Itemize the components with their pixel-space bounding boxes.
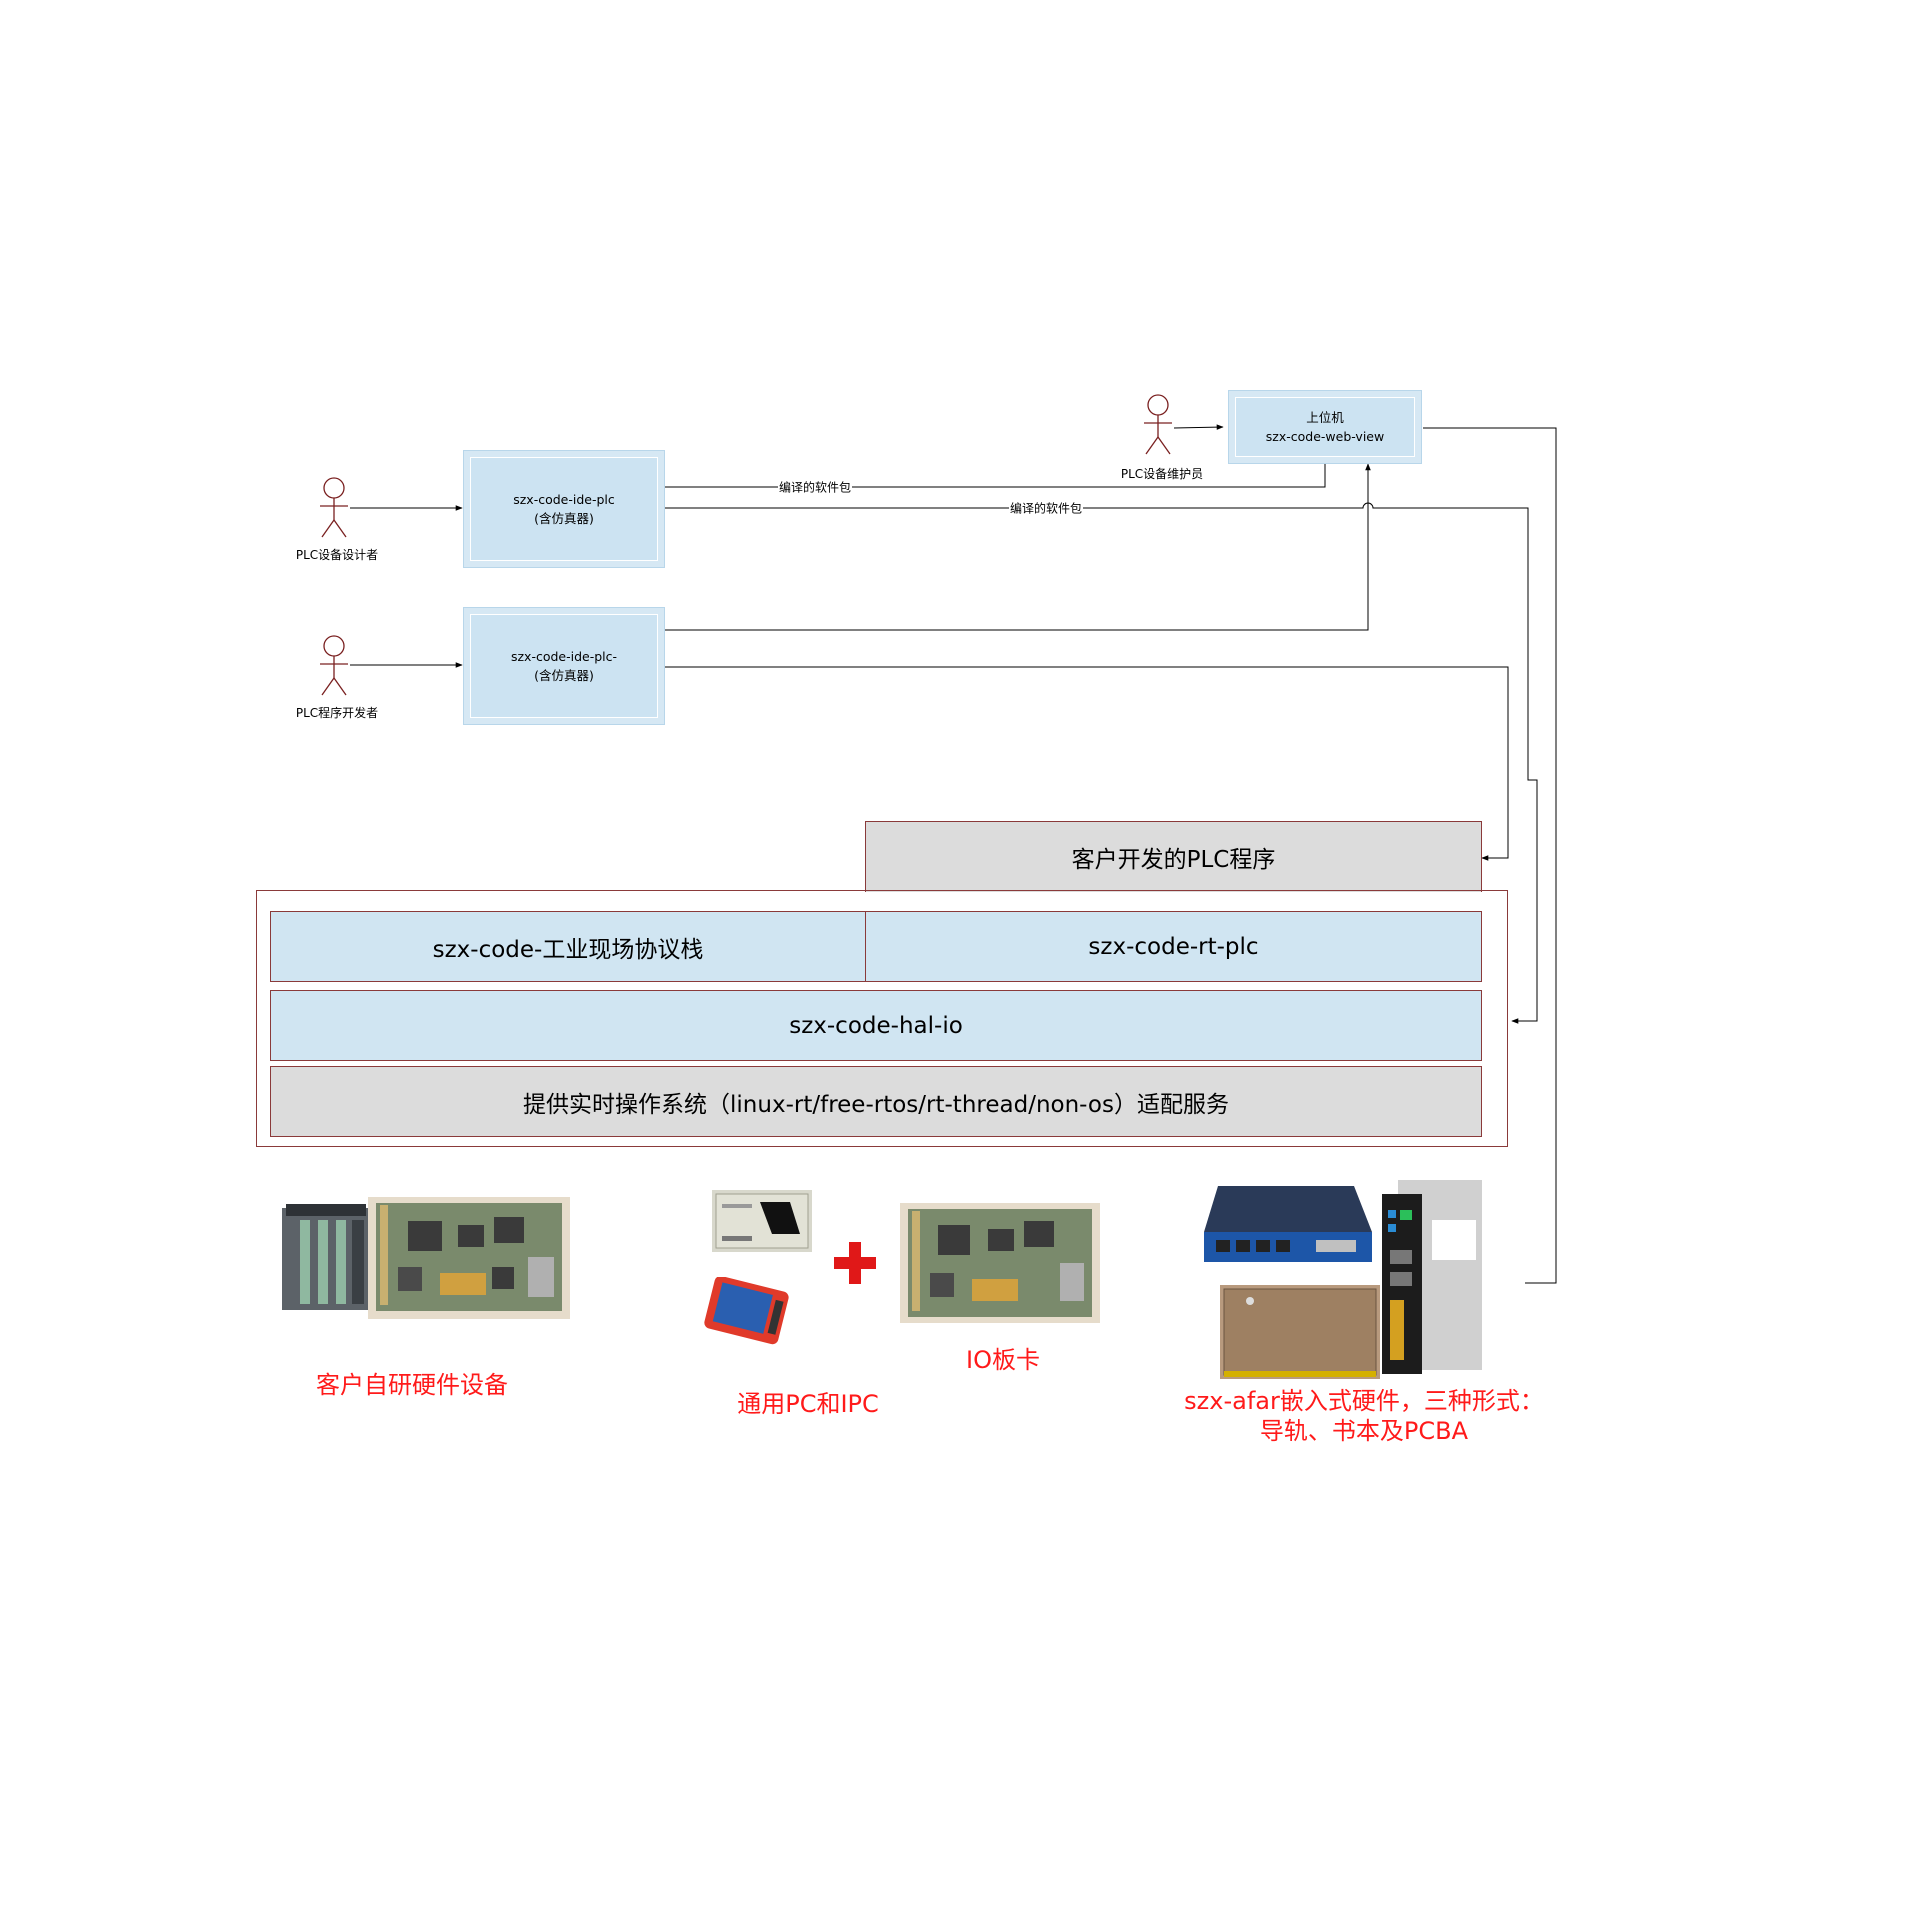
edge-webview-to-afar — [1423, 427, 1557, 1284]
tool-ide-plc-dash-subtitle: (含仿真器) — [534, 668, 594, 683]
edge-ide-to-runtime — [664, 502, 1538, 1024]
edge-label-compiled-package-1: 编译的软件包 — [777, 478, 853, 496]
tool-web-view-subtitle: szx-code-web-view — [1265, 429, 1385, 444]
edge-maintainer-to-webview — [1173, 424, 1224, 430]
tool-ide-plc[interactable]: szx-code-ide-plc (含仿真器) — [463, 450, 665, 568]
book-style-controller-image — [1382, 1180, 1482, 1374]
layer-hal-io[interactable]: szx-code-hal-io — [270, 990, 1482, 1061]
layer-rt-plc[interactable]: szx-code-rt-plc — [865, 911, 1482, 982]
layer-customer-plc-program[interactable]: 客户开发的PLC程序 — [865, 821, 1482, 892]
tool-web-view[interactable]: 上位机 szx-code-web-view — [1228, 390, 1422, 464]
plus-icon — [834, 1242, 876, 1284]
actor-maintainer-label: PLC设备维护员 — [1120, 467, 1204, 481]
din-rail-device-image — [1204, 1186, 1372, 1262]
runtime-platform-frame — [256, 890, 1508, 1147]
pcba-module-image — [1220, 1285, 1380, 1379]
touch-panel-image — [704, 1277, 789, 1345]
actor-designer-icon — [320, 477, 348, 538]
layer-rtos-adaptation[interactable]: 提供实时操作系统（linux-rt/free-rtos/rt-thread/no… — [270, 1066, 1482, 1137]
actor-maintainer-icon — [1144, 394, 1172, 455]
tool-ide-plc-title: szx-code-ide-plc — [513, 492, 615, 507]
caption-customer-hardware: 客户自研硬件设备 — [316, 1371, 508, 1399]
industrial-pc-image — [712, 1190, 812, 1252]
actor-developer-icon — [320, 635, 348, 696]
tool-web-view-title: 上位机 — [1306, 410, 1344, 425]
cpu-board-image-1 — [368, 1197, 570, 1319]
caption-afar-hardware: szx-afar嵌入式硬件，三种形式： 导轨、书本及PCBA — [1184, 1386, 1544, 1446]
caption-io-card: IO板卡 — [966, 1346, 1040, 1374]
edge-label-compiled-package-2: 编译的软件包 — [1008, 499, 1084, 517]
caption-afar-line1: szx-afar嵌入式硬件，三种形式： — [1184, 1387, 1544, 1415]
tool-ide-plc-dash-title: szx-code-ide-plc- — [510, 649, 618, 664]
plc-module-image — [282, 1204, 370, 1310]
layer-protocol-stack[interactable]: szx-code-工业现场协议栈 — [270, 911, 866, 982]
edge-ide-to-webview — [664, 453, 1328, 488]
tool-ide-plc-subtitle: (含仿真器) — [534, 511, 594, 526]
tool-ide-plc-dash[interactable]: szx-code-ide-plc- (含仿真器) — [463, 607, 665, 725]
edge-ide-dash-to-webview — [664, 463, 1371, 631]
edge-ide-dash-to-customer-program — [664, 666, 1509, 861]
actor-developer-label: PLC程序开发者 — [295, 706, 379, 720]
caption-afar-line2: 导轨、书本及PCBA — [1259, 1417, 1469, 1445]
actor-designer-label: PLC设备设计者 — [295, 548, 379, 562]
io-card-image — [900, 1203, 1100, 1323]
caption-pc-ipc: 通用PC和IPC — [737, 1390, 879, 1418]
